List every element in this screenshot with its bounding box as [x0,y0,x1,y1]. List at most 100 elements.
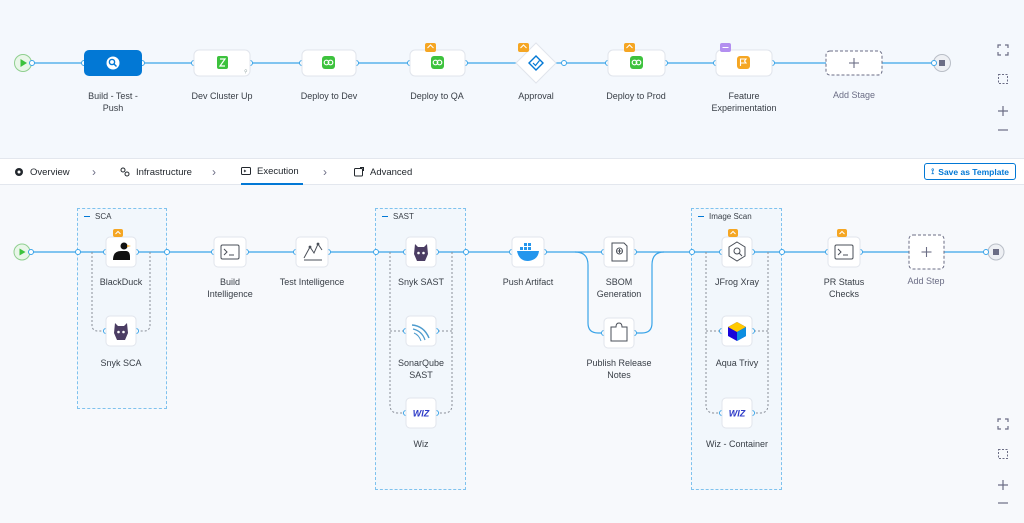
feature-badge-icon [720,43,731,52]
step-snyk-sast[interactable] [405,236,437,268]
tab-advanced[interactable]: Advanced [354,159,412,185]
sonarqube-icon [411,324,430,342]
zoom-out-icon[interactable] [994,494,1012,512]
focus-icon[interactable] [994,70,1012,88]
stage-label: Deploy to QA [410,91,464,101]
execution-canvas: SCA SAST Image Scan [0,185,1024,523]
trivy-icon [728,322,746,341]
barrier-badge-icon [425,43,436,52]
step-blackduck[interactable] [105,229,137,268]
step-label: Test Intelligence [279,277,345,287]
wiz-icon: WIZ [729,409,746,419]
step-label: Add Step [907,276,945,286]
plus-icon [849,58,859,68]
step-label: Snyk SAST [397,277,444,287]
stage-label: Build - Test -Push [88,91,138,113]
step-label: Snyk SCA [100,358,142,368]
step-push-artifact[interactable] [511,236,545,268]
step-publish-release-notes[interactable] [603,317,635,349]
template-icon: ⟟ [931,166,935,176]
focus-icon[interactable] [994,445,1012,463]
collapse-icon[interactable] [698,215,704,218]
svg-text:⚲: ⚲ [244,69,248,75]
step-sbom-generation[interactable] [603,236,635,268]
fit-screen-icon[interactable] [994,41,1012,59]
execution-icon [241,167,251,175]
stage-dev-cluster-up[interactable]: ⚲ [193,49,251,77]
stage-approval[interactable] [515,42,557,84]
fit-screen-icon[interactable] [994,415,1012,433]
zoom-in-icon[interactable] [994,102,1012,120]
stage-label: Approval [518,91,554,101]
step-build-intelligence[interactable] [213,236,247,268]
stage-feature-experimentation[interactable] [715,43,773,77]
stage-label: Dev Cluster Up [191,91,253,101]
step-sonarqube-sast[interactable] [405,315,437,347]
feature-flag-icon [737,56,750,69]
step-aqua-trivy[interactable] [721,315,753,347]
docker-icon [517,243,539,261]
snyk-icon [414,244,428,261]
wiz-icon: WIZ [413,409,430,419]
save-as-template-button[interactable]: ⟟ Save as Template [924,163,1016,180]
snyk-icon [114,323,128,340]
add-step-button[interactable] [908,234,945,270]
stage-label: Deploy to Dev [300,91,358,101]
step-connectors: WIZ [13,229,1005,429]
puzzle-icon [610,322,628,342]
step-label: JFrog Xray [714,277,759,287]
step-wiz-container[interactable]: WIZ [721,397,753,429]
stage-tabs: Overview › Infrastructure › Execution › … [0,158,1024,185]
deploy-icon [431,56,444,69]
deploy-icon [630,56,643,69]
step-snyk-sca[interactable] [105,315,137,347]
stage-label: Add Stage [832,90,876,100]
stage-build-test-push[interactable] [84,50,142,76]
execution-start-node [13,243,31,261]
zoom-in-icon[interactable] [994,476,1012,494]
tab-infrastructure[interactable]: Infrastructure [120,159,192,185]
deploy-icon [322,56,335,69]
stage-deploy-to-prod[interactable] [607,43,666,77]
tab-execution[interactable]: Execution [241,159,303,185]
jfrog-xray-icon [728,241,746,262]
step-pr-status-checks[interactable] [827,229,861,268]
tab-overview[interactable]: Overview [14,159,70,185]
zoom-out-icon[interactable] [994,121,1012,139]
barrier-badge-icon [624,43,635,52]
stage-connectors: ⚲ [14,42,951,84]
plus-icon [921,247,932,257]
collapse-icon[interactable] [382,215,388,218]
chevron-right-icon: › [92,165,96,179]
stage-label: Deploy to Prod [606,91,666,101]
approval-icon [528,55,544,71]
blackduck-icon [113,242,131,260]
collapse-icon[interactable] [84,215,90,218]
overview-icon [15,168,23,176]
step-jfrog-xray[interactable] [721,229,753,268]
barrier-badge-icon [837,229,847,237]
terminal-icon [220,244,240,260]
add-stage-button[interactable] [825,50,883,76]
advanced-icon [354,167,364,177]
step-label: Aqua Trivy [715,358,759,368]
step-label: Wiz - Container [705,439,768,449]
test-intelligence-icon [303,242,323,261]
chevron-right-icon: › [323,165,327,179]
step-wiz[interactable]: WIZ [405,397,437,429]
stage-deploy-to-qa[interactable] [409,43,466,77]
stage-deploy-to-dev[interactable] [301,49,357,77]
build-icon [106,56,120,70]
barrier-badge-icon [728,229,738,237]
step-label: Push Artifact [502,277,554,287]
step-label: BlackDuck [99,277,143,287]
sbom-icon [611,242,628,262]
step-test-intelligence[interactable] [295,236,329,268]
chevron-right-icon: › [212,165,216,179]
